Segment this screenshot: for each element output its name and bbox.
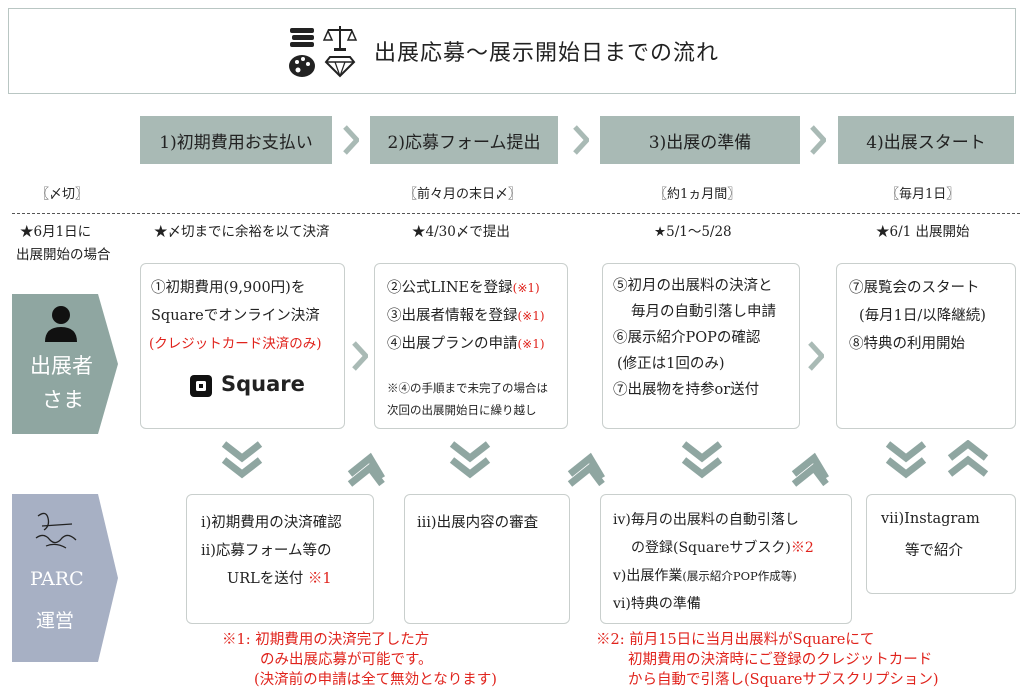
- box-note: ※④の手順まで未完了の場合は: [387, 381, 548, 395]
- box-text: ⅲ)出展内容の審査: [417, 515, 539, 531]
- step-4-header: 4)出展スタート: [838, 116, 1014, 164]
- step-1-header: 1)初期費用お支払い: [140, 116, 332, 164]
- chevron-down-icon: [221, 441, 263, 479]
- chevron-up-right-icon: [347, 452, 386, 487]
- box-text: (修正は1回のみ): [617, 356, 725, 372]
- palette-icon: [289, 55, 315, 77]
- box-text: ⅵ)特典の準備: [613, 596, 701, 612]
- deadline-label: 〖毎月1日〗: [886, 187, 960, 202]
- step-2-header: 2)応募フォーム提出: [370, 116, 558, 164]
- box-text: (毎月1日/以降継続): [859, 308, 986, 324]
- role-exhibitor-arrow: [12, 294, 118, 434]
- chevron-right-icon: [352, 341, 368, 371]
- deadline-label: 〖約1ヵ月間〗: [654, 187, 741, 202]
- role-operator-label: PARC: [30, 568, 84, 590]
- chevron-up-icon: [947, 440, 989, 477]
- box-text: ⑧特典の利用開始: [849, 336, 965, 352]
- box-text: ③出展者情報を登録(※1): [387, 308, 545, 324]
- step-3-header: 3)出展の準備: [600, 116, 800, 164]
- chevron-right-icon: [573, 125, 589, 155]
- person-icon: [45, 306, 77, 342]
- chevron-down-icon: [885, 441, 927, 479]
- operator-step-2-box: ⅲ)出展内容の審査: [404, 494, 570, 624]
- deadline-label: 〖〆切〗: [36, 187, 89, 202]
- square-logo-text: Square: [221, 372, 305, 396]
- signature-icon: [35, 512, 77, 549]
- box-text: ⅱ)応募フォーム等の: [201, 543, 332, 559]
- box-text: (クレジットカード決済のみ): [149, 336, 322, 352]
- box-text: の登録(Squareサブスク)※2: [631, 540, 814, 556]
- exhibitor-step-1-box: ①初期費用(9,900円)を Squareでオンライン決済 (クレジットカード決…: [140, 263, 345, 429]
- operator-step-3-box: ⅳ)毎月の出展料の自動引落し の登録(Squareサブスク)※2 ⅴ)出展作業(…: [600, 494, 852, 624]
- footnote-2: ※2: 前月15日に当月出展料がSquareにて: [596, 632, 875, 648]
- operator-step-4-box: ⅶ)Instagram 等で紹介: [866, 494, 1016, 594]
- box-text: ⑦展覧会のスタート: [849, 280, 980, 296]
- page-title: 出展応募～展示開始日までの流れ: [374, 41, 720, 66]
- chevron-up-right-icon: [791, 452, 830, 487]
- exhibitor-step-2-box: ②公式LINEを登録(※1) ③出展者情報を登録(※1) ④出展プランの申請(※…: [374, 263, 568, 429]
- footnote-2: から自動で引落し(Squareサブスクリプション): [628, 672, 939, 688]
- diamond-icon: [324, 56, 356, 78]
- role-exhibitor-label: さま: [42, 388, 84, 412]
- exhibitor-step-3-box: ⑤初月の出展料の決済と 毎月の自動引落し申請 ⑥展示紹介POPの確認 (修正は1…: [602, 263, 800, 429]
- box-text: ④出展プランの申請(※1): [387, 336, 545, 352]
- exhibitor-step-4-box: ⑦展覧会のスタート (毎月1日/以降継続) ⑧特典の利用開始: [836, 263, 1016, 429]
- box-text: URLを送付 ※1: [227, 571, 332, 587]
- books-icon: [290, 28, 314, 47]
- deadline-label: 〖前々月の末日〆〗: [404, 187, 522, 202]
- chevron-right-icon: [810, 125, 826, 155]
- step-2-date: ★4/30〆で提出: [412, 224, 510, 240]
- box-text: ②公式LINEを登録(※1): [387, 280, 540, 296]
- box-text: ⅳ)毎月の出展料の自動引落し: [613, 512, 799, 528]
- role-exhibitor-label: 出展者: [30, 354, 93, 378]
- chevron-down-icon: [449, 441, 491, 479]
- art-icons: [289, 26, 358, 78]
- footnote-2: 初期費用の決済時にご登録のクレジットカード: [628, 652, 933, 668]
- box-text: ⑦出展物を持参or送付: [613, 382, 760, 398]
- box-text: ⅰ)初期費用の決済確認: [201, 515, 342, 531]
- box-text: ①初期費用(9,900円)を: [151, 280, 306, 296]
- step-1-date: ★〆切までに余裕を以て決済: [154, 224, 330, 240]
- scale-icon: [322, 26, 358, 51]
- chevron-up-right-icon: [567, 452, 606, 487]
- square-logo-icon: [190, 375, 212, 397]
- footnote-1: ※1: 初期費用の決済完了した方: [222, 632, 430, 648]
- box-text: ⑥展示紹介POPの確認: [613, 330, 761, 346]
- footnote-1: (決済前の申請は全て無効となります): [254, 672, 497, 688]
- operator-step-1-box: ⅰ)初期費用の決済確認 ⅱ)応募フォーム等の URLを送付 ※1: [186, 494, 374, 624]
- divider: [12, 213, 1020, 214]
- box-text: ⅶ)Instagram: [881, 511, 980, 527]
- chevron-down-icon: [681, 441, 723, 479]
- step-4-date: ★6/1 出展開始: [876, 224, 970, 240]
- schedule-note: 出展開始の場合: [16, 247, 111, 263]
- chevron-right-icon: [343, 125, 359, 155]
- step-3-date: ★5/1～5/28: [654, 224, 732, 240]
- title-box: [8, 8, 1016, 94]
- chevron-right-icon: [808, 341, 824, 371]
- schedule-note: ★6月1日に: [20, 224, 92, 240]
- box-text: ⅴ)出展作業(展示紹介POP作成等): [613, 568, 797, 584]
- box-text: ⑤初月の出展料の決済と: [613, 278, 773, 294]
- footnote-1: のみ出展応募が可能です。: [260, 652, 433, 668]
- box-note: 次回の出展開始日に繰り越し: [387, 403, 537, 417]
- box-text: Squareでオンライン決済: [151, 308, 320, 324]
- box-text: 等で紹介: [905, 543, 963, 559]
- box-text: 毎月の自動引落し申請: [631, 304, 776, 320]
- role-operator-label: 運営: [36, 610, 75, 632]
